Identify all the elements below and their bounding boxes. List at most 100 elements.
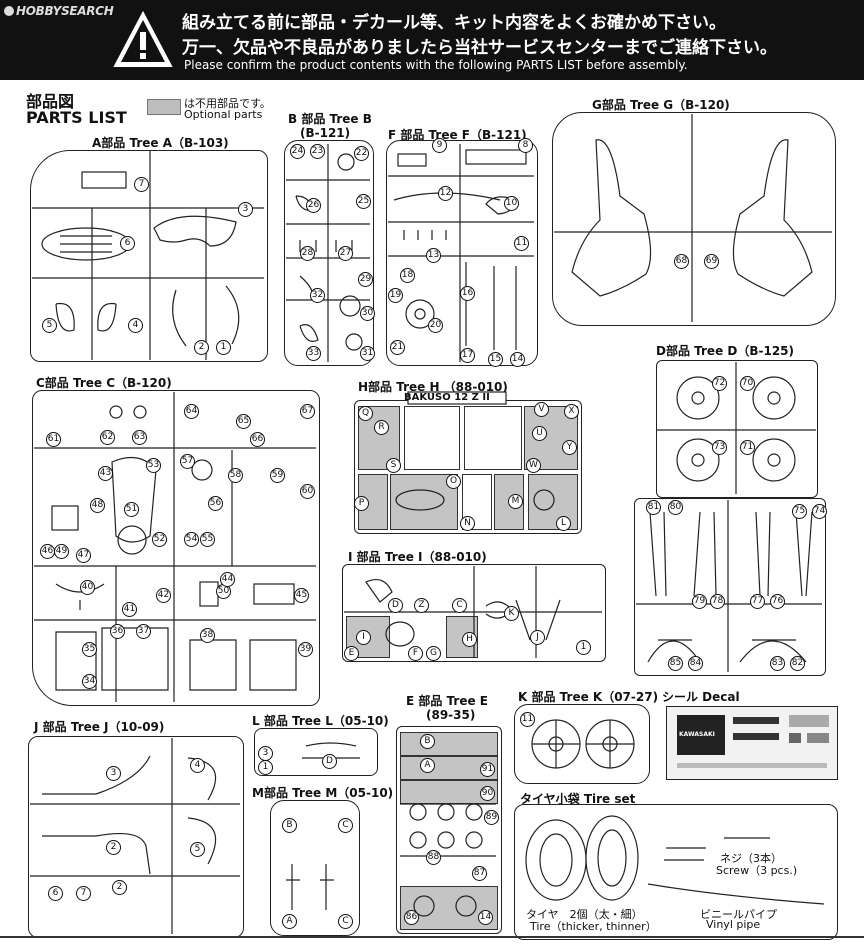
- legend-en: Optional parts: [184, 108, 263, 121]
- part-number: M: [508, 494, 523, 509]
- part-number: S: [386, 458, 401, 473]
- part-number: 6: [48, 886, 63, 901]
- part-number: 26: [306, 198, 321, 213]
- part-number: 87: [472, 866, 487, 881]
- part-number: 69: [704, 254, 719, 269]
- tree-k-label: K 部品 Tree K（07-27): [518, 690, 659, 704]
- part-number: 86: [404, 910, 419, 925]
- part-number: 11: [520, 712, 535, 727]
- part-number: 43: [98, 466, 113, 481]
- part-number: 75: [792, 504, 807, 519]
- optional-parts-swatch: [147, 99, 181, 115]
- tree-j-frame: [28, 736, 244, 938]
- tree-g-label: G部品 Tree G（B-120): [592, 98, 730, 112]
- part-number: 88: [426, 850, 441, 865]
- tree-j-label: J 部品 Tree J（10-09): [34, 720, 165, 734]
- part-number: 68: [674, 254, 689, 269]
- tree-e-optional-panel: [400, 732, 498, 756]
- part-number: 7: [134, 177, 149, 192]
- tree-c-frame: [32, 390, 320, 706]
- notice-jp-line1: 組み立てる前に部品・デカール等、キット内容をよくお確かめ下さい。: [182, 13, 726, 33]
- part-number: 63: [132, 430, 147, 445]
- tree-b-code: (B-121): [300, 126, 351, 140]
- part-number: 29: [358, 272, 373, 287]
- tree-d-upper-frame: [656, 360, 818, 498]
- part-number: 42: [156, 588, 171, 603]
- part-number: 28: [300, 246, 315, 261]
- part-number: 22: [354, 146, 369, 161]
- part-number: A: [282, 914, 297, 929]
- part-number: C: [452, 598, 467, 613]
- part-number: 20: [428, 318, 443, 333]
- part-number: 18: [400, 268, 415, 283]
- part-number: 49: [54, 544, 69, 559]
- part-number: 59: [270, 468, 285, 483]
- part-number: 90: [480, 786, 495, 801]
- part-number: 76: [770, 594, 785, 609]
- tree-e-code: (89-35): [426, 708, 476, 722]
- part-number: 85: [668, 656, 683, 671]
- part-number: H: [462, 632, 477, 647]
- part-number: D: [388, 598, 403, 613]
- part-number: 2: [194, 340, 209, 355]
- part-number: 8: [518, 138, 533, 153]
- part-number: 39: [298, 642, 313, 657]
- part-number: Z: [414, 598, 429, 613]
- part-number: 34: [82, 674, 97, 689]
- part-number: 3: [258, 746, 273, 761]
- screw-label-jp: ネジ（3本）: [720, 852, 782, 865]
- part-number: G: [426, 646, 441, 661]
- part-number: 84: [688, 656, 703, 671]
- part-number: O: [446, 474, 461, 489]
- tree-e-label: E 部品 Tree E: [406, 694, 488, 708]
- part-number: 7: [76, 886, 91, 901]
- bottom-rule: [0, 936, 864, 938]
- decal-sheet: KAWASAKI: [666, 706, 838, 780]
- vinyl-pipe-label-jp: ビニールパイプ: [700, 908, 777, 921]
- part-number: 78: [710, 594, 725, 609]
- part-number: 14: [510, 352, 525, 367]
- tree-d-lower-frame: [634, 498, 826, 676]
- part-number: 82: [790, 656, 805, 671]
- part-number: V: [534, 402, 549, 417]
- part-number: K: [504, 606, 519, 621]
- part-number: 47: [76, 548, 91, 563]
- part-number: 57: [180, 454, 195, 469]
- page-title-jp: 部品図: [26, 92, 75, 111]
- part-number: 27: [338, 246, 353, 261]
- part-number: Q: [358, 406, 373, 421]
- part-number: 36: [110, 624, 125, 639]
- tree-b-label: B 部品 Tree B: [288, 112, 372, 126]
- part-number: 66: [250, 432, 265, 447]
- part-number: 25: [356, 194, 371, 209]
- part-number: 9: [432, 138, 447, 153]
- tree-h-label: H部品 Tree H （88-010): [358, 380, 508, 394]
- part-number: 1: [216, 340, 231, 355]
- part-number: 70: [740, 376, 755, 391]
- tree-d-label: D部品 Tree D（B-125): [656, 344, 795, 358]
- tree-h-cell: [464, 406, 522, 470]
- part-number: 91: [480, 762, 495, 777]
- part-number: E: [344, 646, 359, 661]
- part-number: 13: [426, 248, 441, 263]
- part-number: 23: [310, 144, 325, 159]
- part-number: 12: [438, 186, 453, 201]
- part-number: 77: [750, 594, 765, 609]
- part-number: L: [556, 516, 571, 531]
- part-number: 46: [40, 544, 55, 559]
- tree-a-label: A部品 Tree A（B-103): [92, 136, 229, 150]
- part-number: 10: [504, 196, 519, 211]
- watermark-logo-icon: [4, 6, 14, 16]
- part-number: N: [460, 516, 475, 531]
- part-number: P: [354, 496, 369, 511]
- part-number: B: [420, 734, 435, 749]
- tire-label-jp: タイヤ 2個（太・細）: [526, 908, 643, 921]
- tree-f-label: F 部品 Tree F（B-121): [388, 128, 527, 142]
- tree-i-label: I 部品 Tree I（88-010): [348, 550, 487, 564]
- page-title-en: PARTS LIST: [26, 108, 127, 127]
- part-number: 52: [152, 532, 167, 547]
- part-number: 80: [668, 500, 683, 515]
- part-number: 64: [184, 404, 199, 419]
- part-number: 2: [112, 880, 127, 895]
- part-number: 4: [128, 318, 143, 333]
